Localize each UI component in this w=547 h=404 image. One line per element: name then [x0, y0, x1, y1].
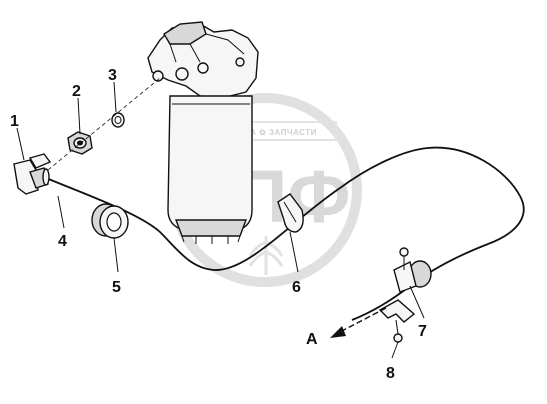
part-3-washer: [111, 112, 125, 128]
callout-7: 7: [418, 323, 427, 340]
leader-lines: [16, 81, 425, 359]
callout-3: 3: [108, 67, 117, 84]
callout-4: 4: [58, 233, 67, 250]
filter-drain-ring: [174, 219, 248, 237]
callout-8: 8: [386, 365, 395, 382]
port-front: [152, 70, 164, 82]
hose-line: [45, 146, 525, 321]
callout-2: 2: [72, 83, 81, 100]
part-5-grommet: [91, 203, 129, 239]
watermark-wheat-icon: [248, 236, 284, 275]
direction-arrow: [330, 307, 387, 338]
direction-label: A: [306, 331, 318, 348]
part-1-elbow-fitting: [13, 153, 52, 195]
port-mid: [197, 62, 209, 74]
part-8-bracket: [378, 299, 416, 343]
port-right: [235, 57, 245, 67]
callout-5: 5: [112, 279, 121, 296]
part-7-clamp: [393, 247, 432, 293]
port-left: [175, 67, 189, 81]
part-2-nut: [67, 131, 93, 155]
part-6-cable-tie: [277, 193, 304, 233]
watermark-top-text: ТЕХНИКА ✿ ЗАПЧАСТИ: [215, 128, 317, 137]
filter-bowl: [167, 95, 253, 231]
callout-1: 1: [10, 113, 19, 130]
callout-6: 6: [292, 279, 301, 296]
filter-housing: [147, 21, 259, 244]
